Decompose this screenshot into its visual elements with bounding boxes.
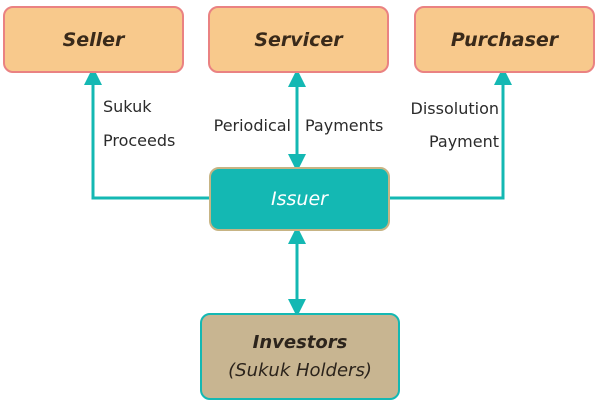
purchaser-node: Purchaser <box>414 6 595 73</box>
servicer-node: Servicer <box>208 6 389 73</box>
periodical-label: Periodical <box>213 116 291 135</box>
investors-label: Investors <box>252 331 348 353</box>
servicer-label: Servicer <box>254 28 343 51</box>
payments-label: Payments <box>305 116 384 135</box>
dissolution-payment-label-line2: Payment <box>428 132 499 151</box>
sukuk-proceeds-label-line2: Proceeds <box>103 131 176 150</box>
issuer-node: Issuer <box>209 167 390 231</box>
purchaser-label: Purchaser <box>450 28 559 51</box>
seller-node: Seller <box>3 6 184 73</box>
dissolution-payment-label-line1: Dissolution <box>410 99 499 118</box>
edge-issuer-to-purchaser <box>390 67 512 200</box>
issuer-label: Issuer <box>271 188 328 210</box>
seller-label: Seller <box>62 28 125 51</box>
sukuk-proceeds-label-line1: Sukuk <box>103 97 152 116</box>
investors-sublabel: (Sukuk Holders) <box>228 359 372 381</box>
investors-node: Investors (Sukuk Holders) <box>200 313 400 400</box>
edge-issuer-to-seller <box>84 67 209 200</box>
